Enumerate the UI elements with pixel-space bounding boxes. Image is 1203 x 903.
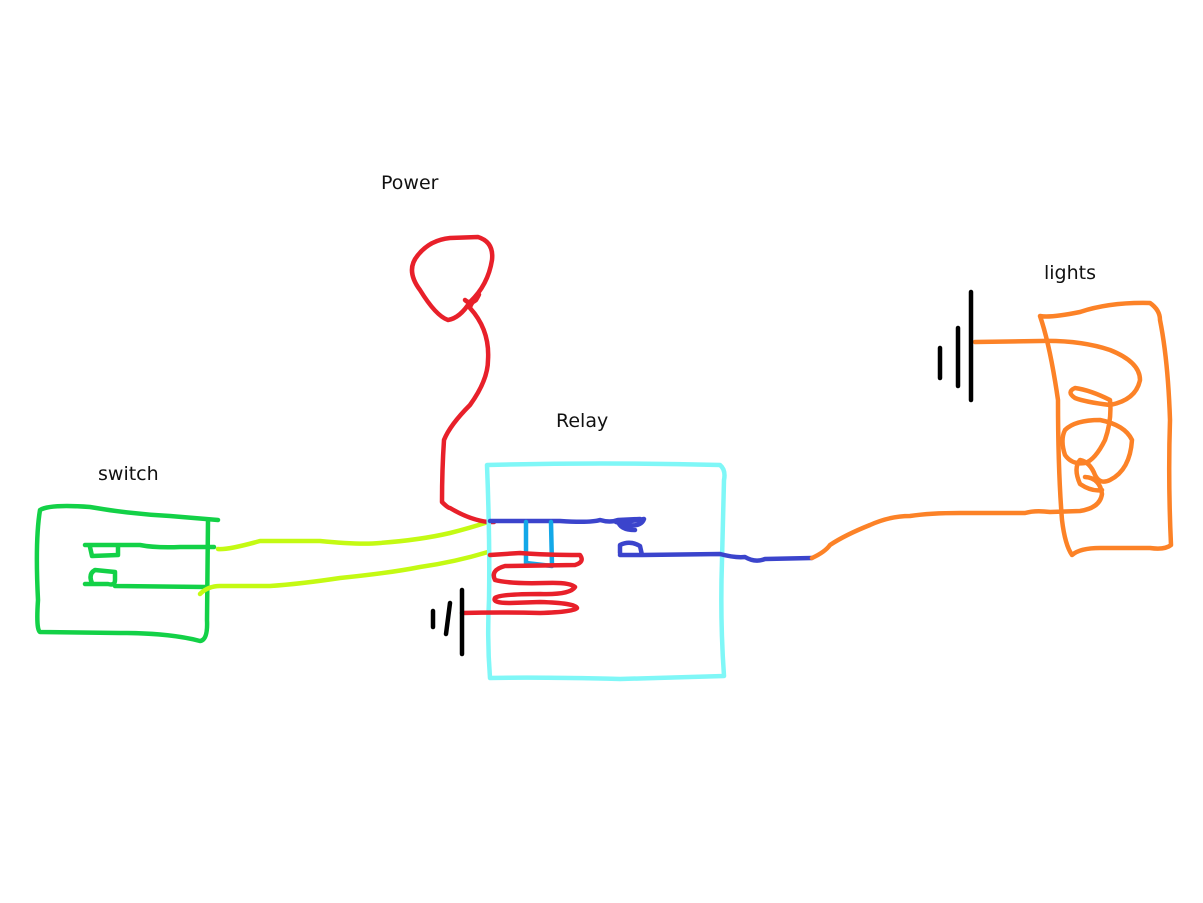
relay-contact-bottom	[617, 540, 815, 563]
switch-contact-top	[82, 542, 217, 559]
power-wire	[409, 234, 497, 525]
switch-wire-top	[215, 519, 491, 552]
lights-label: lights	[1044, 262, 1097, 284]
lights-wire-in	[809, 474, 1105, 561]
lights-component	[937, 289, 1174, 558]
relay-coil	[459, 550, 584, 616]
lights-outline	[1037, 300, 1174, 558]
switch-wire-bottom	[197, 549, 491, 597]
switch-component	[34, 503, 221, 644]
relay-contact-top	[613, 516, 647, 533]
relay-armature	[523, 519, 555, 569]
lights-ground-symbol	[937, 289, 974, 403]
switch-outline	[34, 503, 221, 644]
lights-filament	[972, 338, 1143, 493]
switch-contact-bottom	[82, 567, 208, 590]
relay-box	[484, 461, 727, 682]
relay-label: Relay	[556, 410, 609, 432]
switch-label: switch	[98, 463, 159, 485]
relay-ground-symbol	[430, 587, 465, 657]
power-label: Power	[381, 172, 439, 194]
ground-stroke	[443, 600, 453, 637]
